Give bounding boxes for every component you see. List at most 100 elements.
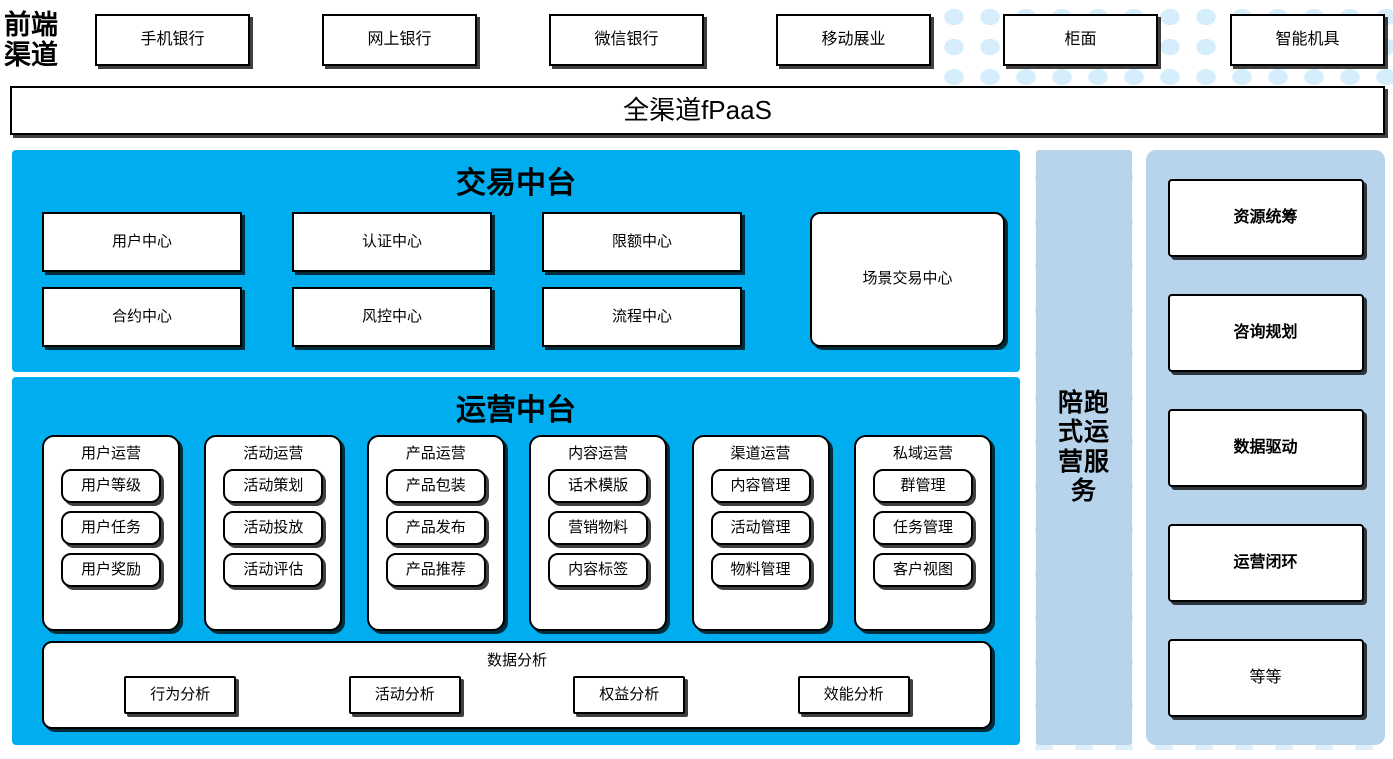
- ops-item-material-management[interactable]: 物料管理: [710, 553, 811, 587]
- value-card-label-4: 等等: [1249, 668, 1282, 686]
- ops-center-panel: 运营中台 用户运营 用户等级 用户任务 用户奖励 活动运营 活动策划 活动投放 …: [12, 377, 1020, 745]
- ops-item-script-template[interactable]: 话术模版: [548, 469, 649, 503]
- ops-item-label-0-1: 用户任务: [80, 518, 141, 536]
- ops-column-private-domain: 私域运营 群管理 任务管理 客户视图: [853, 435, 992, 631]
- ops-item-marketing-material[interactable]: 营销物料: [548, 511, 649, 545]
- ops-item-label-1-2: 活动评估: [243, 560, 304, 578]
- ops-item-label-2-0: 产品包装: [405, 476, 466, 494]
- data-analysis-items: 行为分析 活动分析 权益分析 效能分析: [44, 676, 990, 714]
- data-analysis-item-campaign[interactable]: 活动分析: [348, 676, 461, 714]
- ops-item-label-5-2: 客户视图: [892, 560, 953, 578]
- omnichannel-fpaas-band[interactable]: 全渠道fPaaS: [10, 86, 1385, 135]
- data-analysis-label-2: 权益分析: [599, 685, 660, 703]
- trade-module-limit-center[interactable]: 限额中心: [542, 212, 742, 272]
- ops-column-user: 用户运营 用户等级 用户任务 用户奖励: [42, 435, 180, 631]
- trade-center-title: 交易中台: [456, 167, 576, 200]
- data-analysis-label-1: 活动分析: [374, 685, 435, 703]
- channel-box-online-bank[interactable]: 网上银行: [322, 14, 477, 66]
- ops-column-title-1: 活动运营: [243, 445, 304, 462]
- trade-center-panel: 交易中台 用户中心 认证中心 限额中心 合约中心 风控中心 流程中心 场景交易中…: [12, 150, 1020, 372]
- ops-item-campaign-evaluation[interactable]: 活动评估: [223, 553, 324, 587]
- trade-module-riskcontrol-center[interactable]: 风控中心: [292, 287, 492, 347]
- channel-label-2: 微信银行: [594, 31, 659, 48]
- channel-label-5: 智能机具: [1275, 31, 1340, 48]
- ops-item-product-release[interactable]: 产品发布: [385, 511, 486, 545]
- value-card-consulting-planning[interactable]: 咨询规划: [1167, 293, 1364, 372]
- value-card-data-driven[interactable]: 数据驱动: [1167, 408, 1364, 487]
- ops-item-label-4-0: 内容管理: [730, 476, 791, 494]
- data-analysis-item-efficiency[interactable]: 效能分析: [797, 676, 910, 714]
- ops-item-user-reward[interactable]: 用户奖励: [61, 553, 161, 587]
- ops-item-label-4-1: 活动管理: [730, 518, 791, 536]
- trade-module-label-3: 合约中心: [111, 307, 172, 325]
- trade-module-label-1: 认证中心: [361, 232, 422, 250]
- ops-item-label-0-2: 用户奖励: [80, 560, 141, 578]
- value-card-label-1: 咨询规划: [1233, 323, 1298, 341]
- trade-module-label-4: 风控中心: [361, 307, 422, 325]
- channel-label-0: 手机银行: [140, 31, 205, 48]
- trade-module-scene-trade-center[interactable]: 场景交易中心: [810, 212, 1005, 347]
- ops-column-title-2: 产品运营: [405, 445, 466, 462]
- data-analysis-item-behavior[interactable]: 行为分析: [124, 676, 237, 714]
- value-card-resource-coordination[interactable]: 资源统筹: [1167, 178, 1364, 257]
- trade-module-label-0: 用户中心: [111, 232, 172, 250]
- value-card-etc[interactable]: 等等: [1167, 638, 1364, 717]
- trade-module-process-center[interactable]: 流程中心: [542, 287, 742, 347]
- ops-item-campaign-planning[interactable]: 活动策划: [223, 469, 324, 503]
- trade-module-label-2: 限额中心: [611, 232, 672, 250]
- ops-item-label-2-2: 产品推荐: [405, 560, 466, 578]
- ops-item-campaign-management[interactable]: 活动管理: [710, 511, 811, 545]
- channel-label-3: 移动展业: [821, 31, 886, 48]
- accompanying-service-label: 陪跑式运营服务: [1057, 388, 1110, 506]
- ops-column-title-0: 用户运营: [80, 445, 141, 462]
- trade-module-scene-label: 场景交易中心: [862, 270, 953, 288]
- data-analysis-item-rights[interactable]: 权益分析: [573, 676, 686, 714]
- ops-item-label-1-1: 活动投放: [243, 518, 304, 536]
- trade-module-auth-center[interactable]: 认证中心: [292, 212, 492, 272]
- trade-module-contract-center[interactable]: 合约中心: [42, 287, 242, 347]
- channel-box-mobile-business[interactable]: 移动展业: [776, 14, 931, 66]
- ops-item-label-1-0: 活动策划: [243, 476, 304, 494]
- ops-item-user-task[interactable]: 用户任务: [61, 511, 161, 545]
- ops-item-campaign-delivery[interactable]: 活动投放: [223, 511, 324, 545]
- channel-box-wechat-bank[interactable]: 微信银行: [549, 14, 704, 66]
- data-analysis-label-0: 行为分析: [150, 685, 211, 703]
- ops-item-label-3-2: 内容标签: [568, 560, 629, 578]
- ops-center-title: 运营中台: [456, 394, 576, 427]
- data-analysis-title: 数据分析: [486, 652, 547, 669]
- ops-item-label-5-0: 群管理: [900, 476, 946, 494]
- trade-center-module-grid: 用户中心 认证中心 限额中心 合约中心 风控中心 流程中心: [42, 212, 802, 347]
- ops-center-columns: 用户运营 用户等级 用户任务 用户奖励 活动运营 活动策划 活动投放 活动评估 …: [42, 435, 992, 635]
- channel-box-smart-machine[interactable]: 智能机具: [1230, 14, 1385, 66]
- value-card-label-2: 数据驱动: [1233, 438, 1298, 456]
- ops-item-product-recommendation[interactable]: 产品推荐: [385, 553, 486, 587]
- ops-item-group-management[interactable]: 群管理: [872, 469, 973, 503]
- ops-item-label-5-1: 任务管理: [892, 518, 953, 536]
- ops-item-label-3-1: 营销物料: [568, 518, 629, 536]
- ops-item-content-tag[interactable]: 内容标签: [548, 553, 649, 587]
- channel-box-mobile-bank[interactable]: 手机银行: [95, 14, 250, 66]
- ops-column-product: 产品运营 产品包装 产品发布 产品推荐: [366, 435, 505, 631]
- ops-item-task-management[interactable]: 任务管理: [872, 511, 973, 545]
- front-end-channel-label: 前端渠道: [4, 4, 82, 76]
- ops-column-content: 内容运营 话术模版 营销物料 内容标签: [529, 435, 668, 631]
- ops-item-customer-view[interactable]: 客户视图: [872, 553, 973, 587]
- ops-column-title-5: 私域运营: [892, 445, 953, 462]
- channel-label-1: 网上银行: [367, 31, 432, 48]
- omnichannel-fpaas-label: 全渠道fPaaS: [623, 95, 772, 126]
- ops-item-user-level[interactable]: 用户等级: [61, 469, 161, 503]
- channel-box-counter[interactable]: 柜面: [1003, 14, 1158, 66]
- ops-item-label-4-2: 物料管理: [730, 560, 791, 578]
- value-card-label-0: 资源统筹: [1233, 208, 1298, 226]
- trade-module-user-center[interactable]: 用户中心: [42, 212, 242, 272]
- value-card-ops-closed-loop[interactable]: 运营闭环: [1167, 523, 1364, 602]
- ops-item-label-2-1: 产品发布: [405, 518, 466, 536]
- ops-column-channel: 渠道运营 内容管理 活动管理 物料管理: [691, 435, 830, 631]
- ops-item-product-packaging[interactable]: 产品包装: [385, 469, 486, 503]
- front-end-channel-label-text: 前端渠道: [4, 9, 58, 70]
- ops-column-title-3: 内容运营: [568, 445, 629, 462]
- trade-module-label-5: 流程中心: [611, 307, 672, 325]
- service-value-panel: 资源统筹 咨询规划 数据驱动 运营闭环 等等: [1146, 150, 1385, 745]
- ops-item-content-management[interactable]: 内容管理: [710, 469, 811, 503]
